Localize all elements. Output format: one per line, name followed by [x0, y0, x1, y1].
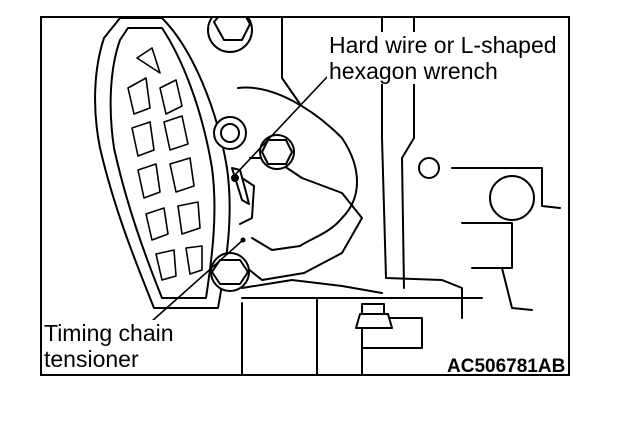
bolt-bottom: [355, 303, 393, 329]
chain-guide-lever: [94, 18, 231, 309]
figure-code: AC506781AB: [445, 356, 568, 376]
timing-chain-illustration: [94, 18, 561, 374]
tensioner-callout-line2: tensioner: [44, 346, 139, 372]
tensioner-callout: Timing chain tensioner: [42, 320, 178, 372]
illustration-frame: Hard wire or L-shaped hexagon wrench Tim…: [40, 16, 570, 376]
tensioner-leader-line: [141, 239, 244, 331]
tensioner-body: [237, 86, 363, 281]
wrench-callout: Hard wire or L-shaped hexagon wrench: [327, 32, 561, 84]
bolt-upper-left: [213, 116, 247, 150]
wrench-leader-line: [233, 75, 329, 177]
bolt-lower: [210, 252, 250, 292]
bolt-upper: [259, 134, 295, 170]
sprocket-hub: [207, 18, 253, 53]
wrench-callout-line2: hexagon wrench: [329, 58, 498, 84]
tensioner-callout-line1: Timing chain: [44, 320, 174, 346]
wrench-callout-line1: Hard wire or L-shaped: [329, 32, 557, 58]
